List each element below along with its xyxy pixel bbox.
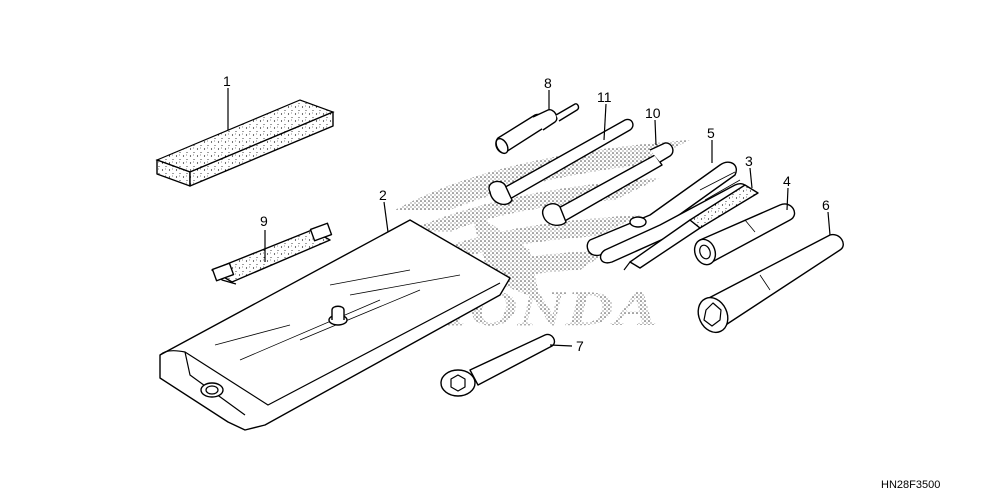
socket-wrench (693, 203, 796, 266)
open-end-wrench-long (488, 118, 634, 206)
diagram-code: HN28F3500 (881, 479, 940, 491)
rubber-band (211, 222, 333, 285)
tool-bag (159, 219, 511, 431)
callout-8: 8 (544, 75, 552, 91)
handle-grip (495, 103, 580, 155)
callout-10: 10 (645, 105, 661, 121)
felt-pad (155, 99, 335, 187)
callout-4: 4 (783, 173, 791, 189)
callout-5: 5 (707, 125, 715, 141)
leader-lines (227, 88, 831, 347)
screwdriver (623, 184, 759, 271)
hex-wrench (440, 333, 556, 397)
callout-1: 1 (223, 73, 231, 89)
callout-9: 9 (260, 213, 268, 229)
callout-2: 2 (379, 187, 387, 203)
open-end-wrench-short (541, 142, 674, 227)
callout-7: 7 (576, 338, 584, 354)
callout-3: 3 (745, 153, 753, 169)
box-wrench (697, 233, 844, 334)
callouts: 1 2 3 4 5 6 7 8 9 10 11 (223, 73, 830, 354)
callout-6: 6 (822, 197, 830, 213)
callout-11: 11 (597, 89, 612, 105)
